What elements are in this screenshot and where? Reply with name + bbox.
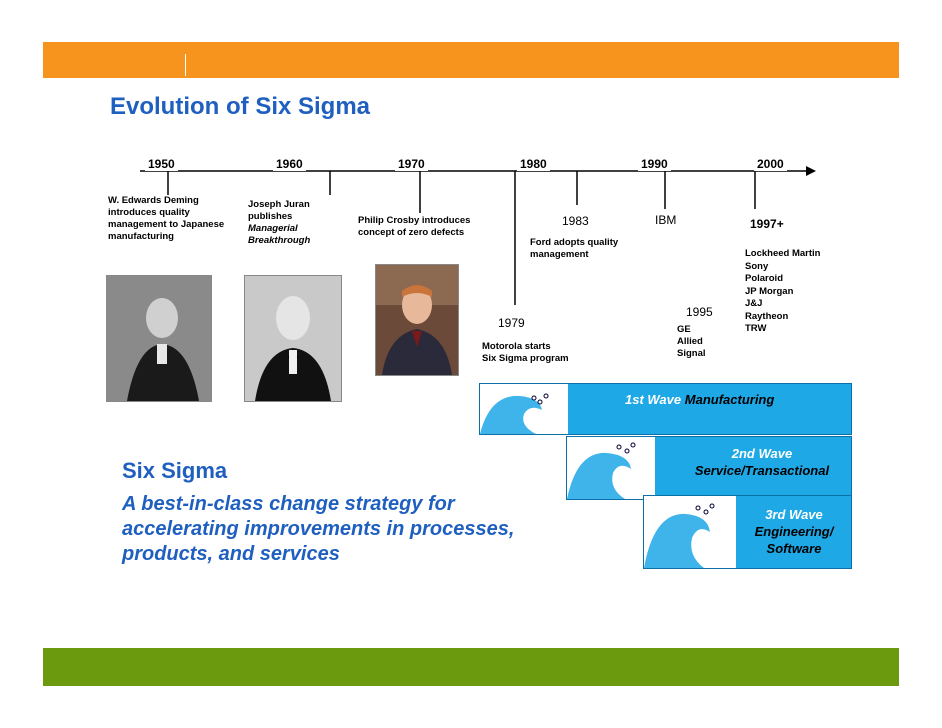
wave-second-label: 2nd Wave Service/Transactional xyxy=(694,446,830,478)
wave-first-label: 1st Wave Manufacturing xyxy=(625,392,775,407)
year-1990: 1990 xyxy=(638,157,671,171)
wave-first: 1st Wave Manufacturing xyxy=(479,383,852,435)
top-accent-bar xyxy=(43,42,899,78)
year-1950: 1950 xyxy=(145,157,178,171)
slide-title: Evolution of Six Sigma xyxy=(110,93,371,120)
year-1960: 1960 xyxy=(273,157,306,171)
event-crosby: Philip Crosby introduces concept of zero… xyxy=(358,215,471,238)
wave-icon xyxy=(480,384,568,434)
wave-third-label: 3rd Wave Engineering/ Software xyxy=(754,507,834,556)
year-2000: 2000 xyxy=(754,157,787,171)
event-ford: Ford adopts quality management xyxy=(530,237,619,260)
event-motorola-year: 1979 xyxy=(498,316,525,330)
top-bar-divider xyxy=(185,54,186,76)
event-ford-year: 1983 xyxy=(562,214,589,228)
event-1997-year: 1997+ xyxy=(750,217,784,231)
six-sigma-heading: Six Sigma xyxy=(122,458,228,483)
year-1980: 1980 xyxy=(517,157,550,171)
six-sigma-statement: A best-in-class change strategy for acce… xyxy=(122,493,515,565)
event-companies-list: Lockheed Martin Sony Polaroid JP Morgan … xyxy=(745,248,821,334)
wave-second: 2nd Wave Service/Transactional xyxy=(566,436,852,500)
event-juran: Joseph Juran publishes Managerial Breakt… xyxy=(248,199,311,246)
deming-portrait-photo xyxy=(106,275,212,402)
timeline-axis xyxy=(140,166,816,305)
crosby-portrait-photo xyxy=(375,264,459,376)
wave-icon xyxy=(644,496,736,568)
bottom-accent-bar xyxy=(43,648,899,686)
wave-icon xyxy=(567,437,655,499)
wave-third: 3rd Wave Engineering/ Software xyxy=(643,495,852,569)
event-motorola: Motorola starts Six Sigma program xyxy=(482,341,569,364)
event-ge: GE Allied Signal xyxy=(677,324,706,359)
year-1970: 1970 xyxy=(395,157,428,171)
juran-portrait-photo xyxy=(244,275,342,402)
event-deming: W. Edwards Deming introduces quality man… xyxy=(108,195,225,242)
event-ge-year: 1995 xyxy=(686,305,713,319)
event-ibm: IBM xyxy=(655,213,677,227)
